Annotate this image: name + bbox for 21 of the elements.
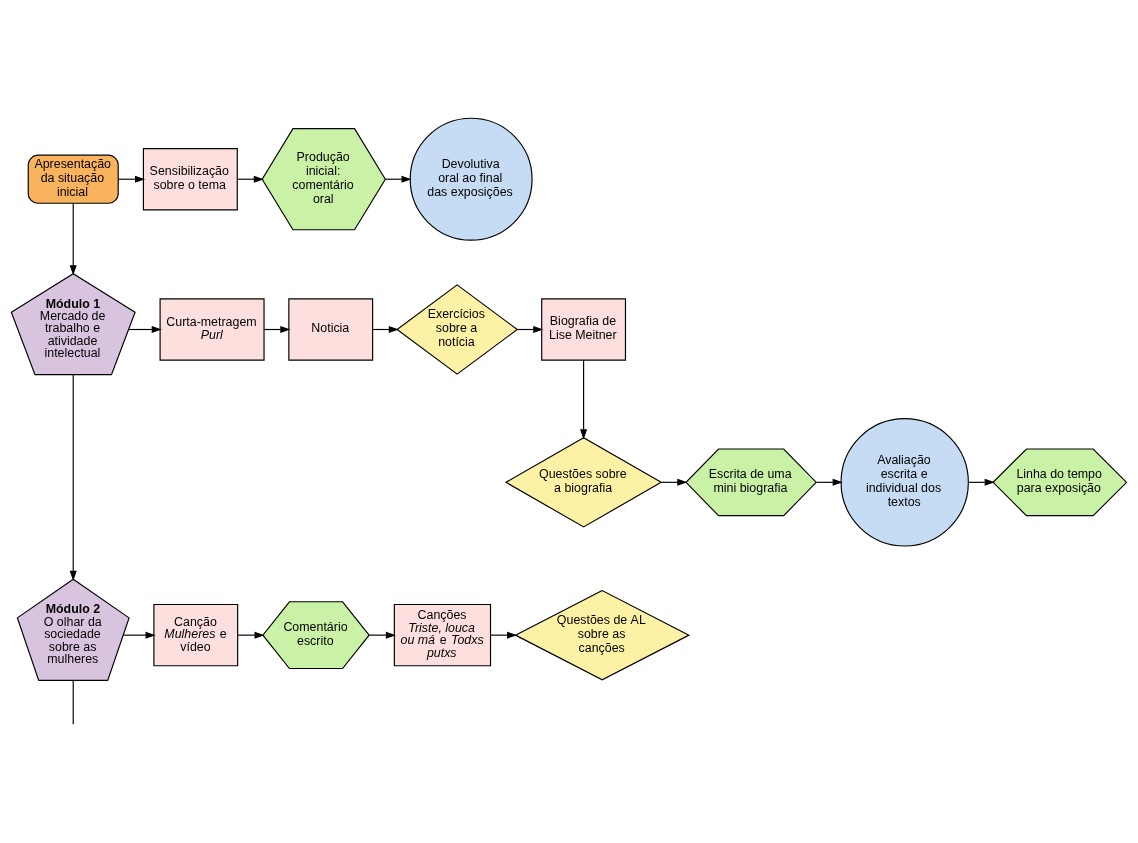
node-box: Apresentação da situação inicial: [27, 154, 119, 204]
arrow: [122, 631, 156, 639]
arrow: [128, 325, 162, 334]
node-box: Canções Triste, louca ou má e Todxs putxs: [393, 603, 492, 667]
connector: [72, 679, 74, 725]
node-box: Noticia: [288, 298, 374, 361]
node-box: Canção Mulheres e vídeo: [153, 603, 239, 667]
node-box: Biografia de Lise Meitner: [541, 298, 627, 361]
arrow: [69, 374, 77, 581]
node-circle: Avaliação escrita e individual dos textos: [840, 418, 969, 547]
node-diamond: Exercícios sobre a notícia: [396, 284, 519, 375]
node-box: Sensibilização sobre o tema: [142, 148, 238, 211]
node-diamond: Questões sobre a biografia: [504, 437, 663, 528]
node-diamond: Questões de AL sobre as canções: [514, 589, 691, 681]
arrow: [237, 631, 265, 639]
node-box: Curta-metragem Purl: [159, 298, 265, 361]
arrow: [69, 202, 77, 276]
arrow: [368, 631, 396, 639]
node-circle: Devolutiva oral ao final das exposições: [409, 117, 533, 241]
arrow: [580, 359, 588, 440]
arrow: [490, 631, 518, 639]
